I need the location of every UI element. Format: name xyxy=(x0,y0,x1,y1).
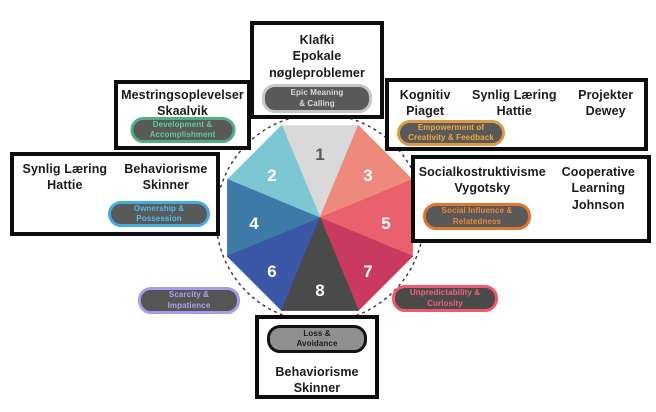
theory-name: Mestringsoplevelser xyxy=(121,88,244,102)
theory-column: Kognitiv Piaget xyxy=(400,87,451,120)
loss-avoidance-badge: Loss & Avoidance xyxy=(267,325,367,353)
badge-line: Curiosity xyxy=(427,298,463,308)
badge-line: Loss & xyxy=(303,328,331,338)
badge-line: Accomplishment xyxy=(149,130,216,139)
theory-name: nøgleproblemer xyxy=(269,65,365,80)
epic-meaning-calling-badge: Epic Meaning & Calling xyxy=(262,84,372,113)
theory-column: Synlig Læring Hattie xyxy=(472,87,557,120)
wheel-segment-3-number: 3 xyxy=(363,166,372,185)
empowerment-creativity-feedback-badge: Empowerment of Creativity & Feedback xyxy=(397,120,505,146)
theory-name: Synlig Læring xyxy=(22,162,108,176)
wheel-segment-8-number: 8 xyxy=(315,281,324,300)
badge-line: Scarcity & xyxy=(168,290,210,300)
box-ownership-possession: Synlig Læring Hattie Behaviorisme Skinne… xyxy=(10,152,220,236)
theory-name: Behaviorisme xyxy=(275,365,359,379)
theory-name: Socialkostruktivisme xyxy=(418,165,546,179)
wheel-segment-7-number: 7 xyxy=(363,262,372,281)
badge-line: Empowerment of xyxy=(417,122,485,132)
theorist-name: Skinner xyxy=(142,178,190,193)
box-loss-avoidance: Loss & Avoidance Behaviorisme Skinner xyxy=(255,315,379,399)
development-accomplishment-badge: Development & Accomplishment xyxy=(130,117,235,143)
theory-name: Klafki xyxy=(299,33,335,47)
ownership-possession-badge: Ownership & Possession xyxy=(108,201,210,227)
badge-line: & Calling xyxy=(299,98,335,108)
theorist-name: Piaget xyxy=(406,104,445,119)
box-epic-meaning: Klafki Epokale nøgleproblemer Epic Meani… xyxy=(250,21,384,119)
badge-line: Social Influence & xyxy=(441,206,513,216)
theory-name: Learning xyxy=(571,181,626,196)
box-social-influence: Socialkostruktivisme Vygotsky Cooperativ… xyxy=(411,155,651,243)
theory-name: Skaalvik xyxy=(157,104,208,119)
theory-column: Behaviorisme Skinner xyxy=(124,161,207,194)
wheel-segment-8 xyxy=(280,216,360,311)
wheel-segment-6-number: 6 xyxy=(267,262,276,281)
badge-line: Relatedness xyxy=(452,216,502,226)
badge-line: Avoidance xyxy=(296,339,338,348)
theorist-name: Johnson xyxy=(571,197,625,212)
theorist-name: Vygotsky xyxy=(454,181,511,196)
badge-line: Epic Meaning xyxy=(290,88,344,98)
theory-name: Cooperative xyxy=(561,165,635,179)
box-empowerment-creativity: Kognitiv Piaget Synlig Læring Hattie Pro… xyxy=(385,78,648,151)
badge-line: Impatience xyxy=(167,300,211,310)
theorist-name: Hattie xyxy=(496,104,532,119)
box-development-accomplishment: Mestringsoplevelser Skaalvik Development… xyxy=(114,80,251,150)
badge-line: Creativity & Feedback xyxy=(408,133,494,142)
theory-name: Epokale xyxy=(292,49,342,64)
theory-column: Synlig Læring Hattie xyxy=(23,161,108,194)
theory-name: Projekter xyxy=(578,88,634,102)
badge-line: Ownership & xyxy=(133,203,185,213)
theory-column: Projekter Dewey xyxy=(578,87,633,120)
wheel-segment-2-number: 2 xyxy=(267,166,276,185)
theory-name: Synlig Læring xyxy=(472,88,557,102)
wheel-segment-4-number: 4 xyxy=(249,214,259,233)
wheel-segment-5-number: 5 xyxy=(381,214,390,233)
theory-name: Kognitiv xyxy=(399,88,451,102)
social-influence-relatedness-badge: Social Influence & Relatedness xyxy=(423,203,531,230)
theorist-name: Dewey xyxy=(585,104,626,119)
theorist-name: Hattie xyxy=(47,178,83,193)
theory-name: Behaviorisme xyxy=(124,162,208,176)
badge-line: Development & xyxy=(152,119,213,129)
theory-column: Socialkostruktivisme Vygotsky xyxy=(415,164,550,213)
badge-line: Possession xyxy=(136,214,182,223)
unpredictability-curiosity-badge: Unpredictability & Curiosity xyxy=(392,285,498,312)
theory-column: Cooperative Learning Johnson xyxy=(550,164,647,213)
wheel-segment-1-number: 1 xyxy=(315,145,324,164)
theorist-name: Skinner xyxy=(293,381,341,396)
badge-line: Unpredictability & xyxy=(409,288,481,298)
scarcity-impatience-badge: Scarcity & Impatience xyxy=(138,287,240,314)
